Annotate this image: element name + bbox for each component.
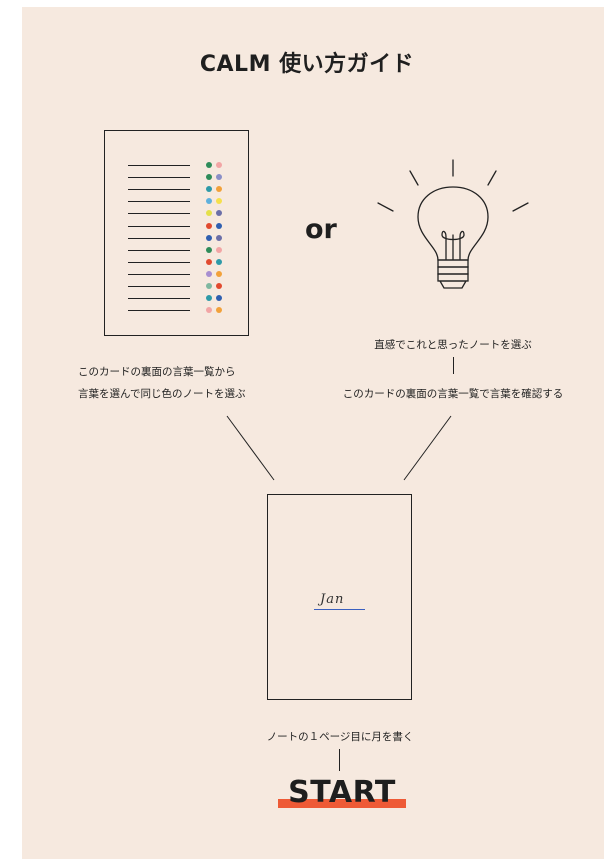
color-dot [216, 210, 222, 217]
color-dot [206, 307, 212, 314]
word-list-card [104, 130, 249, 336]
color-dot [206, 222, 212, 229]
color-dot [206, 198, 212, 205]
word-list-line [128, 261, 190, 263]
right-caption-bottom: このカードの裏面の言葉一覧で言葉を確認する [342, 388, 564, 400]
color-dot [206, 258, 212, 265]
month-label: Jan [320, 592, 345, 607]
color-dot [206, 270, 212, 277]
word-list-line [128, 249, 190, 251]
color-dot [206, 162, 212, 168]
color-dot [216, 283, 222, 289]
color-dot [216, 307, 222, 314]
notebook-card [267, 494, 412, 700]
word-list-line [128, 298, 190, 300]
word-list-line [128, 273, 190, 275]
color-dot [216, 270, 222, 277]
page-title: CALM 使い方ガイド [199, 52, 415, 77]
word-list-line [128, 177, 190, 179]
start-marker: START [278, 775, 406, 810]
lightbulb-icon [377, 159, 529, 289]
color-dot [216, 222, 222, 229]
start-connector-tick [339, 749, 340, 771]
month-underline [314, 609, 365, 610]
color-dot [216, 234, 222, 241]
start-highlight [278, 799, 406, 808]
right-caption-top: 直感でこれと思ったノートを選ぶ [374, 339, 532, 351]
color-dot [206, 210, 212, 217]
left-caption-line1: このカードの裏面の言葉一覧から [78, 366, 236, 378]
color-dot [216, 258, 222, 265]
word-list-line [128, 201, 190, 203]
color-dot [206, 234, 212, 241]
word-list-line [128, 225, 190, 227]
color-dot [216, 198, 222, 205]
color-dot [216, 174, 222, 181]
word-list-line [128, 286, 190, 287]
bottom-caption: ノートの１ページ目に月を書く [266, 731, 414, 743]
word-list-line [128, 310, 190, 312]
word-list-line [128, 237, 190, 239]
color-dot [206, 295, 212, 302]
word-list-line [128, 189, 190, 191]
color-dot [206, 186, 212, 193]
color-dot [206, 283, 212, 289]
color-dot [216, 246, 222, 253]
right-connector-tick [453, 357, 454, 374]
color-dot [216, 162, 222, 168]
color-dot [206, 174, 212, 181]
guide-sheet [22, 7, 604, 859]
left-caption-line2: 言葉を選んで同じ色のノートを選ぶ [78, 388, 246, 400]
or-label: or [305, 214, 337, 245]
color-dot [206, 246, 212, 253]
start-label: START [288, 775, 396, 810]
color-dot [216, 295, 222, 302]
word-list-line [128, 165, 190, 166]
color-dot [216, 186, 222, 193]
word-list-line [128, 213, 190, 215]
